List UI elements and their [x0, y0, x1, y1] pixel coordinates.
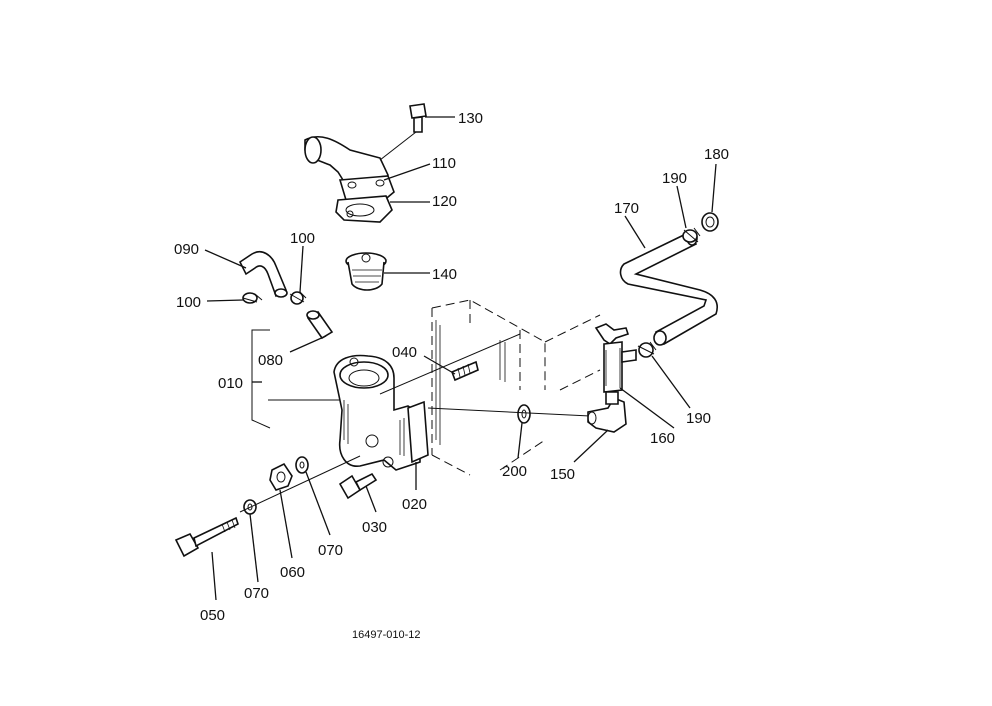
callout-180: 180 — [704, 146, 729, 163]
callout-200: 200 — [502, 463, 527, 480]
callout-150: 150 — [550, 466, 575, 483]
callout-090: 090 — [174, 241, 199, 258]
thermostat-cover-110 — [304, 135, 395, 203]
clip-100-right — [289, 245, 307, 305]
callout-130: 130 — [458, 110, 483, 127]
hose-170 — [619, 215, 718, 346]
callout-100-top: 100 — [290, 230, 315, 247]
callout-070-right: 070 — [318, 542, 343, 559]
callout-100-left: 100 — [176, 294, 201, 311]
thermostat-140 — [345, 252, 430, 291]
clip-100-left — [206, 292, 263, 304]
clip-190-top — [676, 185, 701, 243]
callout-050: 050 — [200, 607, 225, 624]
leader-110 — [383, 163, 431, 181]
callout-080: 080 — [258, 352, 283, 369]
callout-010: 010 — [218, 375, 243, 392]
callout-040: 040 — [392, 344, 417, 361]
callout-030: 030 — [362, 519, 387, 536]
stud-040 — [379, 333, 521, 395]
callout-120: 120 — [432, 193, 457, 210]
hose-090 — [204, 249, 288, 298]
callout-190-top: 190 — [662, 170, 687, 187]
callout-170: 170 — [614, 200, 639, 217]
pipe-080 — [289, 310, 334, 353]
plug-180 — [701, 163, 719, 232]
callout-160: 160 — [650, 430, 675, 447]
drain-cock-160 — [594, 323, 675, 429]
nut-060 — [269, 462, 293, 559]
flange-020 — [407, 400, 429, 490]
gasket-120 — [335, 195, 393, 223]
thermostat-housing-010 — [251, 329, 421, 471]
callout-060: 060 — [280, 564, 305, 581]
bolt-050 — [174, 516, 239, 601]
bolt-030 — [338, 472, 378, 513]
elbow-150 — [573, 397, 627, 463]
washer-070-left — [243, 499, 259, 583]
callout-020: 020 — [402, 496, 427, 513]
callout-070-left: 070 — [244, 585, 269, 602]
clip-190-bottom — [637, 341, 691, 409]
callout-190-bottom: 190 — [686, 410, 711, 427]
assembly-axis-line — [239, 455, 361, 513]
callout-110: 110 — [432, 155, 456, 172]
bolt-130 — [379, 103, 455, 161]
washer-200 — [427, 404, 591, 459]
drawing-reference-code: 16497-010-12 — [352, 629, 421, 641]
washer-070-right — [295, 456, 331, 536]
callout-140: 140 — [432, 266, 457, 283]
engine-block-outline — [431, 299, 601, 476]
